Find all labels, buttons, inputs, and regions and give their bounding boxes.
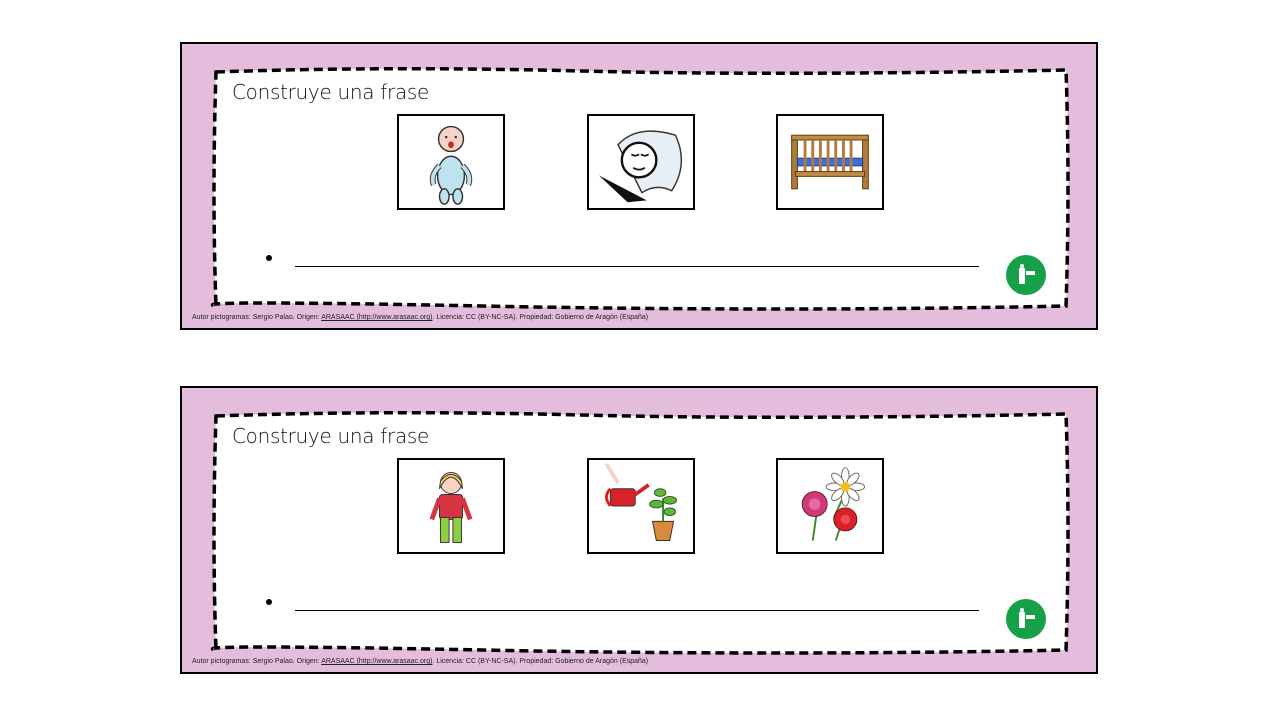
answer-line[interactable]: [295, 266, 979, 267]
card-title: Construye una frase: [232, 80, 430, 104]
credits: Autor pictogramas: Sergio Palao. Origen:…: [192, 658, 649, 665]
logo-badge: [1006, 599, 1046, 639]
sentence-card-2: Construye una frase: [180, 386, 1098, 674]
credits: Autor pictogramas: Sergio Palao. Origen:…: [192, 314, 649, 321]
arasaac-link[interactable]: ARASAAC (http://www.arasaac.org): [321, 314, 433, 321]
pencil-logo-icon: [1019, 264, 1035, 284]
flowers-pictogram[interactable]: [776, 458, 884, 554]
sentence-card-1: Construye una frase: [180, 42, 1098, 330]
bullet: [266, 599, 272, 605]
bullet: [266, 255, 272, 261]
sleep-pictogram[interactable]: [587, 114, 695, 210]
watering-plant-pictogram[interactable]: [587, 458, 695, 554]
girl-pictogram[interactable]: [397, 458, 505, 554]
arasaac-link[interactable]: ARASAAC (http://www.arasaac.org): [321, 658, 433, 665]
pencil-logo-icon: [1019, 608, 1035, 628]
logo-badge: [1006, 255, 1046, 295]
crib-pictogram[interactable]: [776, 114, 884, 210]
baby-pictogram[interactable]: [397, 114, 505, 210]
answer-line[interactable]: [295, 610, 979, 611]
card-title: Construye una frase: [232, 424, 430, 448]
